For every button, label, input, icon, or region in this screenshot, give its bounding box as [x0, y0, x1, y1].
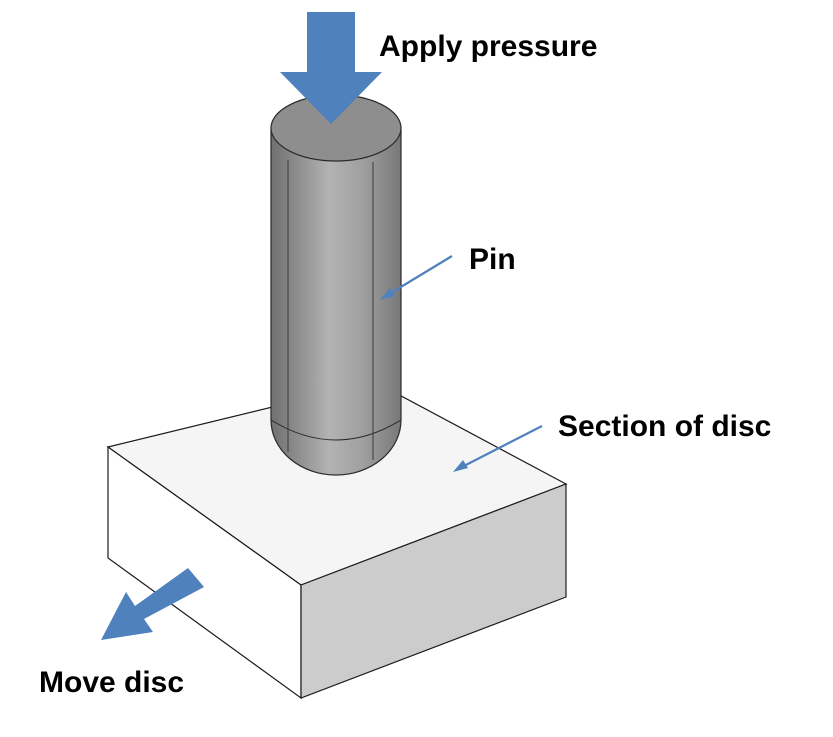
pin — [270, 94, 402, 476]
arrow-down-icon — [280, 12, 382, 124]
arrow-down-left-icon — [101, 568, 204, 640]
disc-front-right-face — [300, 483, 567, 699]
pin-label: Pin — [469, 243, 516, 276]
pin-tip-seam — [270, 419, 402, 441]
disc-block — [106, 381, 568, 700]
apply-pressure-label: Apply pressure — [379, 30, 597, 63]
section-of-disc-label: Section of disc — [558, 410, 771, 443]
disc-pointer — [453, 425, 543, 472]
move-disc-label: Move disc — [39, 666, 184, 699]
pin-body — [270, 127, 402, 476]
pin-pointer — [380, 255, 453, 300]
